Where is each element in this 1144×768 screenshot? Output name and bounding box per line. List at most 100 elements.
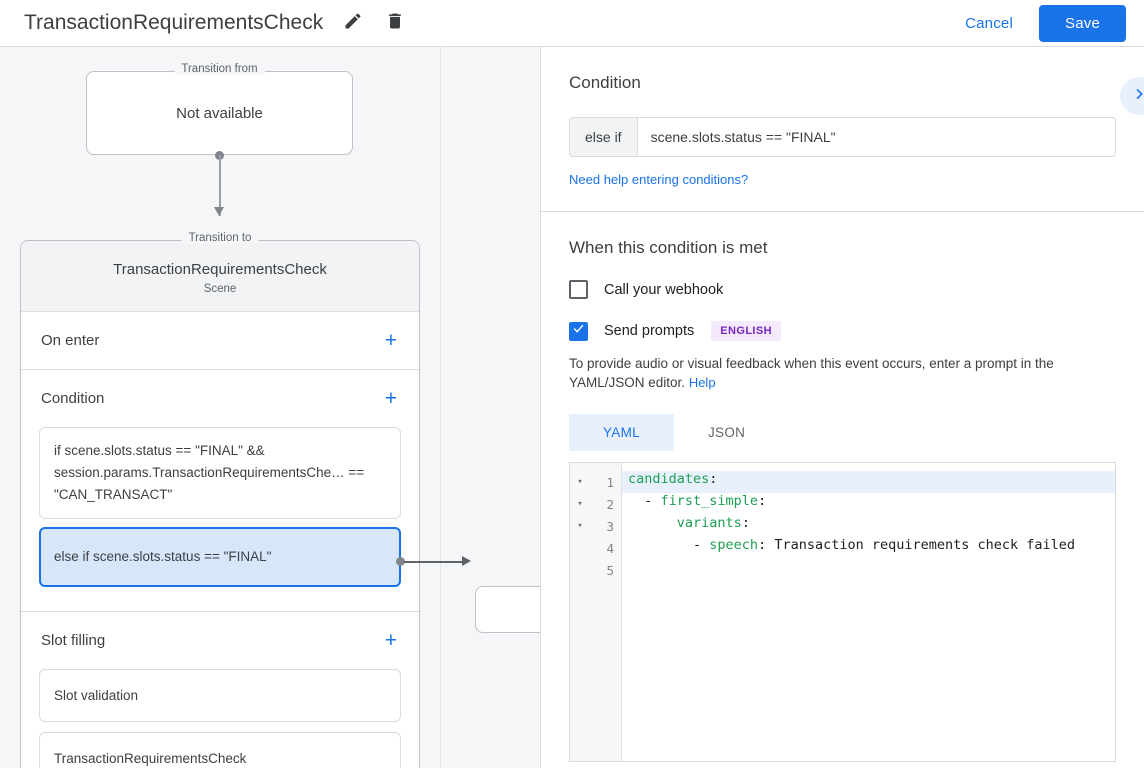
scene-title: TransactionRequirementsCheck (113, 261, 327, 278)
editor-line-number: 3 (606, 518, 614, 534)
editor-code-line[interactable]: variants: (622, 515, 1115, 537)
editor-line-number: 5 (606, 562, 614, 578)
condition-output-dot (396, 557, 405, 566)
section-slot-filling: Slot filling + Slot validation Transacti… (21, 612, 419, 768)
prompts-description: To provide audio or visual feedback when… (569, 354, 1116, 392)
condition-input-row[interactable]: else if scene.slots.status == "FINAL" (569, 117, 1116, 157)
connector-line-horizontal (404, 561, 464, 563)
editor-gutter-row: ▾1 (570, 471, 621, 493)
editor-gutter-row: 4 (570, 537, 621, 559)
chevron-right-icon (1131, 86, 1144, 107)
slot-item-check[interactable]: TransactionRequirementsCheck (39, 732, 401, 768)
condition-list: if scene.slots.status == "FINAL" && sess… (21, 427, 419, 611)
webhook-row[interactable]: Call your webhook (569, 280, 1116, 299)
connector-arrow-down (214, 207, 224, 216)
section-condition: Condition + if scene.slots.status == "FI… (21, 370, 419, 612)
editor-code-line[interactable] (622, 559, 1115, 581)
code-key-token: candidates (628, 471, 710, 487)
edit-title-button[interactable] (341, 11, 365, 35)
section-on-enter: On enter + (21, 312, 419, 370)
fold-triangle-icon[interactable]: ▾ (577, 499, 583, 509)
connector-arrow-right (462, 556, 471, 566)
fold-triangle-icon[interactable]: ▾ (577, 477, 583, 487)
scene-subtitle: Scene (203, 283, 237, 295)
checkmark-icon (572, 322, 585, 340)
editor-format-tabs: YAML JSON (569, 414, 1116, 451)
panel-when-met-section: When this condition is met Call your web… (541, 212, 1144, 768)
code-indent (628, 515, 677, 531)
target-node-stub[interactable] (475, 586, 540, 633)
save-button[interactable]: Save (1039, 4, 1126, 42)
collapse-panel-button[interactable] (1120, 77, 1144, 115)
panel-divider (541, 211, 1144, 212)
send-prompts-label: Send prompts (604, 323, 695, 339)
panel-condition-heading: Condition (569, 73, 641, 92)
transition-from-box: Not available (86, 71, 353, 155)
send-prompts-checkbox[interactable] (569, 321, 588, 341)
condition-help-row: Need help entering conditions? (569, 171, 1116, 189)
editor-gutter-row: 5 (570, 559, 621, 581)
tab-json[interactable]: JSON (707, 425, 746, 440)
editor-line-number: 4 (606, 540, 614, 556)
code-key-token: variants (676, 515, 742, 531)
add-slot-button[interactable]: + (384, 629, 397, 652)
editor-line-number: 2 (606, 496, 614, 512)
transition-to-node[interactable]: TransactionRequirementsCheck Scene On en… (20, 232, 420, 768)
section-slot-filling-title: Slot filling (41, 632, 106, 649)
prompts-help-link[interactable]: Help (688, 375, 716, 390)
editor-gutter-row: ▾3 (570, 515, 621, 537)
flow-canvas[interactable]: Not available Transition from Transactio… (0, 47, 540, 768)
code-value-token: : Transaction requirements check failed (758, 537, 1076, 553)
panel-condition-section: Condition else if scene.slots.status == … (541, 47, 1144, 211)
details-panel: Condition else if scene.slots.status == … (540, 47, 1144, 768)
add-on-enter-button[interactable]: + (384, 329, 397, 352)
condition-expression-input[interactable]: scene.slots.status == "FINAL" (650, 129, 836, 145)
editor-gutter-row: ▾2 (570, 493, 621, 515)
transition-from-node[interactable]: Not available Transition from (86, 63, 353, 155)
transition-to-legend: Transition to (181, 232, 259, 244)
fold-triangle-icon[interactable]: ▾ (577, 521, 583, 531)
editor-code-line[interactable]: candidates: (622, 471, 1115, 493)
code-value-token: : (741, 515, 750, 531)
trash-icon (385, 11, 405, 36)
section-on-enter-title: On enter (41, 332, 100, 349)
delete-button[interactable] (383, 11, 407, 35)
slot-item-validation[interactable]: Slot validation (39, 669, 401, 722)
code-key-token: first_simple (660, 493, 759, 509)
condition-item[interactable]: if scene.slots.status == "FINAL" && sess… (39, 427, 401, 519)
slot-list: Slot validation TransactionRequirementsC… (21, 669, 419, 768)
code-key-token: speech (709, 537, 759, 553)
transition-from-legend: Transition from (174, 63, 265, 75)
add-condition-button[interactable]: + (384, 387, 397, 410)
when-met-heading: When this condition is met (569, 238, 768, 257)
call-webhook-label: Call your webhook (604, 281, 724, 298)
transition-to-box: TransactionRequirementsCheck Scene On en… (20, 240, 420, 768)
section-on-enter-head: On enter + (21, 312, 419, 369)
code-indent: - (628, 537, 710, 553)
editor-code-area[interactable]: candidates: - first_simple: variants: - … (622, 463, 1115, 761)
connector-line-vertical (219, 155, 221, 216)
call-webhook-checkbox[interactable] (569, 280, 588, 299)
editor-line-number: 1 (606, 474, 614, 490)
tab-yaml[interactable]: YAML (569, 414, 674, 451)
language-badge: ENGLISH (711, 321, 781, 341)
editor-code-line[interactable]: - first_simple: (622, 493, 1115, 515)
page-title: TransactionRequirementsCheck (24, 11, 324, 34)
send-prompts-row[interactable]: Send prompts ENGLISH (569, 321, 1116, 341)
canvas-guide-line (440, 47, 441, 768)
section-condition-head: Condition + (21, 370, 419, 427)
code-value-token: : (709, 471, 718, 487)
transition-from-text: Not available (176, 104, 263, 122)
condition-item-selected[interactable]: else if scene.slots.status == "FINAL" (39, 527, 401, 587)
app-header: TransactionRequirementsCheck Cancel Save (0, 0, 1144, 47)
pencil-icon (343, 11, 363, 36)
prompts-description-text: To provide audio or visual feedback when… (569, 356, 1054, 390)
code-value-token: : (758, 493, 767, 509)
scene-header: TransactionRequirementsCheck Scene (21, 241, 419, 312)
code-indent: - (628, 493, 661, 509)
cancel-button[interactable]: Cancel (953, 6, 1025, 41)
condition-help-link[interactable]: Need help entering conditions? (569, 172, 749, 187)
editor-code-line[interactable]: - speech: Transaction requirements check… (622, 537, 1115, 559)
